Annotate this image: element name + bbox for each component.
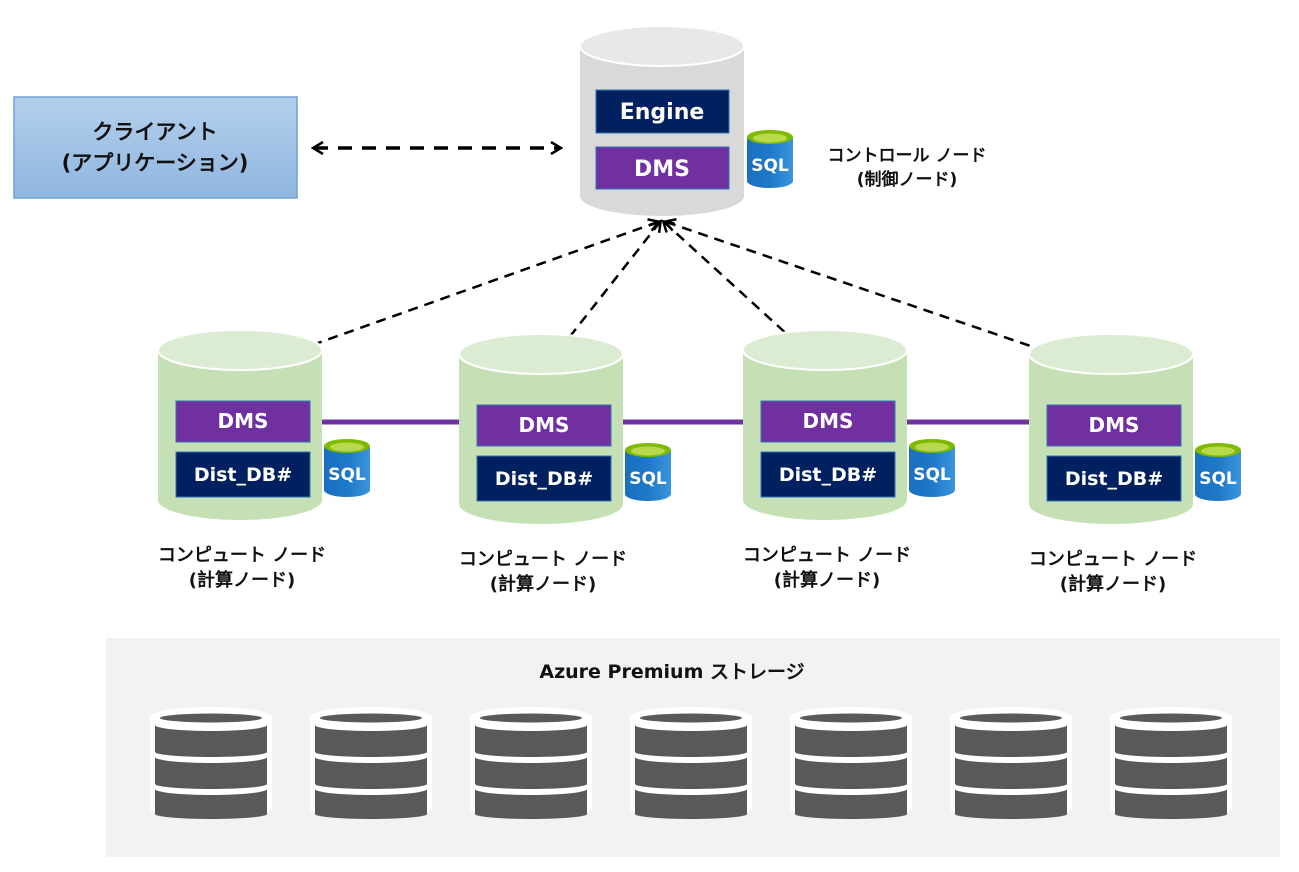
compute-sql-icon: SQL bbox=[909, 439, 955, 497]
compute-sql-icon: SQL bbox=[1195, 443, 1241, 501]
compute-dms-box bbox=[760, 400, 896, 443]
compute-sql-label: SQL bbox=[629, 469, 667, 489]
compute-cylinder-top bbox=[742, 329, 908, 371]
compute-dms-label: DMS bbox=[218, 409, 269, 433]
compute-node-caption-line2: (計算ノード) bbox=[490, 573, 596, 595]
compute-dms-label: DMS bbox=[1089, 413, 1140, 437]
compute-db-label: Dist_DB# bbox=[779, 464, 877, 486]
compute-node-caption-line1: コンピュート ノード bbox=[1029, 549, 1197, 570]
compute-sql-label: SQL bbox=[328, 465, 366, 485]
compute-node: DMS Dist_DB# SQL コンピュート ノード (計算ノード) bbox=[742, 329, 955, 591]
compute-db-box bbox=[476, 455, 612, 502]
storage-disk-icon bbox=[470, 707, 592, 819]
storage-disk-icon bbox=[950, 707, 1072, 819]
compute-db-label: Dist_DB# bbox=[1065, 468, 1163, 490]
compute-dms-label: DMS bbox=[519, 413, 570, 437]
compute-node-caption-line2: (計算ノード) bbox=[1060, 573, 1166, 595]
compute-node: DMS Dist_DB# SQL コンピュート ノード (計算ノード) bbox=[1028, 333, 1241, 595]
compute-node-caption-line1: コンピュート ノード bbox=[459, 549, 627, 570]
storage-disk-icon bbox=[310, 707, 432, 819]
storage-disk-icon bbox=[1110, 707, 1232, 819]
storage-disk-icon bbox=[150, 707, 272, 819]
compute-dms-box bbox=[476, 404, 612, 447]
compute-sql-label: SQL bbox=[913, 465, 951, 485]
compute-nodes: DMS Dist_DB# SQL コンピュート ノード (計算ノード) DMS Dist_D… bbox=[157, 329, 1241, 595]
control-dms-box bbox=[595, 146, 730, 190]
compute-cylinder-top bbox=[157, 329, 323, 371]
compute-dms-box bbox=[175, 400, 311, 443]
client-label-line1: クライアント bbox=[92, 120, 217, 144]
compute-node-caption-line1: コンピュート ノード bbox=[158, 545, 326, 566]
engine-label: Engine bbox=[620, 100, 705, 125]
compute-db-box bbox=[760, 451, 896, 498]
control-cylinder-top bbox=[579, 25, 745, 67]
engine-box bbox=[595, 89, 730, 134]
compute-dms-label: DMS bbox=[803, 409, 854, 433]
client-application-box: クライアント (アプリケーション) bbox=[13, 96, 298, 199]
compute-db-box bbox=[1046, 455, 1182, 502]
control-sql-icon: SQL bbox=[747, 130, 793, 188]
storage-disks bbox=[150, 707, 1232, 819]
control-node-caption-line2: (制御ノード) bbox=[857, 169, 958, 190]
compute-sql-label: SQL bbox=[1199, 469, 1237, 489]
compute-node-caption-line2: (計算ノード) bbox=[774, 569, 880, 591]
compute-db-label: Dist_DB# bbox=[194, 464, 292, 486]
control-dms-label: DMS bbox=[634, 157, 690, 182]
compute-node: DMS Dist_DB# SQL コンピュート ノード (計算ノード) bbox=[458, 333, 671, 595]
compute-node-caption-line2: (計算ノード) bbox=[189, 569, 295, 591]
client-label-line2: (アプリケーション) bbox=[62, 151, 249, 175]
control-node-caption-line1: コントロール ノード bbox=[828, 146, 987, 166]
storage-disk-icon bbox=[790, 707, 912, 819]
compute-node: DMS Dist_DB# SQL コンピュート ノード (計算ノード) bbox=[157, 329, 370, 591]
compute-dms-box bbox=[1046, 404, 1182, 447]
control-node: Engine DMS SQL コントロール ノード (制御ノード) bbox=[579, 25, 987, 216]
storage-title: Azure Premium ストレージ bbox=[539, 661, 804, 683]
storage-panel: Azure Premium ストレージ bbox=[106, 638, 1280, 857]
control-sql-label: SQL bbox=[751, 156, 789, 176]
compute-node-caption-line1: コンピュート ノード bbox=[743, 545, 911, 566]
compute-sql-icon: SQL bbox=[625, 443, 671, 501]
storage-disk-icon bbox=[630, 707, 752, 819]
compute-db-box bbox=[175, 451, 311, 498]
compute-sql-icon: SQL bbox=[324, 439, 370, 497]
control-compute-connectors bbox=[242, 222, 1110, 373]
compute-db-label: Dist_DB# bbox=[495, 468, 593, 490]
compute-cylinder-top bbox=[1028, 333, 1194, 375]
compute-cylinder-top bbox=[458, 333, 624, 375]
